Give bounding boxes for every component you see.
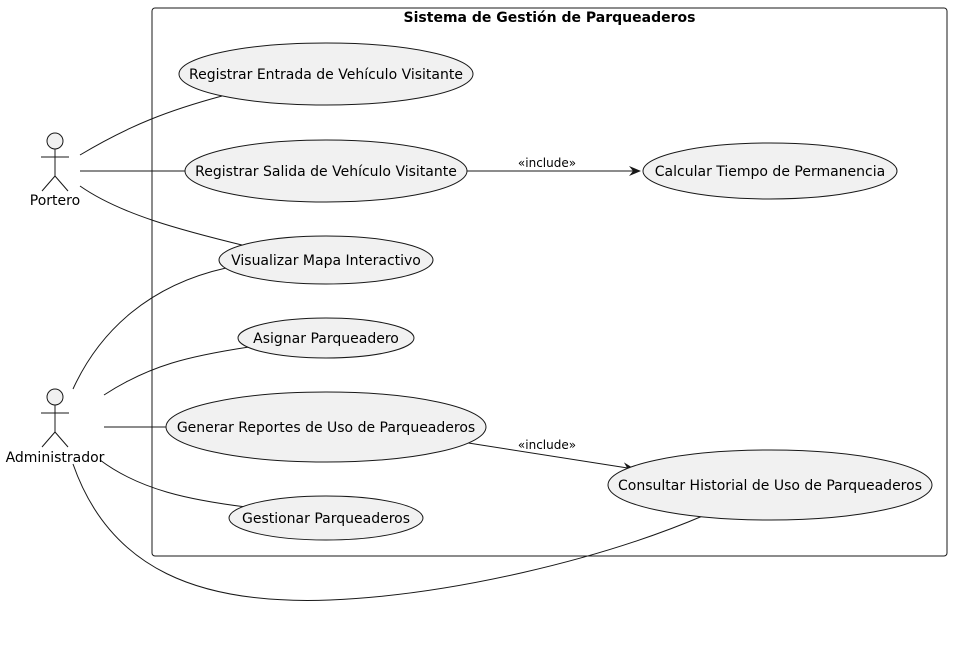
usecase-calcular-tiempo: Calcular Tiempo de Permanencia	[642, 142, 898, 200]
usecase-gestionar-parqueaderos: Gestionar Parqueaderos	[228, 495, 424, 541]
actor-administrador-head	[46, 388, 64, 406]
include-label-2: «include»	[518, 438, 576, 452]
actor-portero	[41, 132, 69, 192]
usecase-visualizar-mapa-label: Visualizar Mapa Interactivo	[231, 253, 421, 269]
usecase-consultar-historial-label: Consultar Historial de Uso de Parqueader…	[618, 478, 922, 494]
usecase-registrar-salida: Registrar Salida de Vehículo Visitante	[184, 139, 468, 203]
assoc-portero-registrar-entrada	[79, 95, 223, 156]
usecase-registrar-salida-label: Registrar Salida de Vehículo Visitante	[195, 164, 457, 180]
assoc-portero-visualizar-mapa	[79, 185, 247, 247]
use-cases: Registrar Entrada de Vehículo Visitante …	[165, 42, 933, 541]
assoc-admin-asignar-parqueadero	[103, 346, 250, 396]
include-relations	[461, 166, 641, 473]
assoc-admin-gestionar-parqueaderos	[99, 459, 247, 508]
usecase-registrar-entrada: Registrar Entrada de Vehículo Visitante	[178, 42, 474, 106]
assoc-admin-consultar-historial	[72, 463, 706, 601]
usecase-generar-reportes-label: Generar Reportes de Uso de Parqueaderos	[177, 420, 475, 436]
usecase-gestionar-parqueaderos-label: Gestionar Parqueaderos	[242, 511, 410, 527]
usecase-calcular-tiempo-label: Calcular Tiempo de Permanencia	[655, 164, 885, 180]
associations	[72, 95, 706, 601]
include-label-1: «include»	[518, 156, 576, 170]
include-arrow-2	[461, 441, 635, 473]
actor-portero-head	[46, 132, 64, 150]
usecase-generar-reportes: Generar Reportes de Uso de Parqueaderos	[165, 391, 487, 463]
assoc-admin-visualizar-mapa	[72, 267, 227, 390]
actor-portero-label: Portero	[30, 193, 80, 209]
usecase-asignar-parqueadero-label: Asignar Parqueadero	[253, 331, 399, 347]
usecase-asignar-parqueadero: Asignar Parqueadero	[237, 317, 415, 359]
usecase-registrar-entrada-label: Registrar Entrada de Vehículo Visitante	[189, 67, 463, 83]
usecase-visualizar-mapa: Visualizar Mapa Interactivo	[218, 235, 434, 285]
actor-administrador-label: Administrador	[6, 450, 105, 466]
usecase-consultar-historial: Consultar Historial de Uso de Parqueader…	[607, 449, 933, 521]
actor-administrador	[41, 388, 69, 448]
system-title: Sistema de Gestión de Parqueaderos	[404, 10, 696, 26]
